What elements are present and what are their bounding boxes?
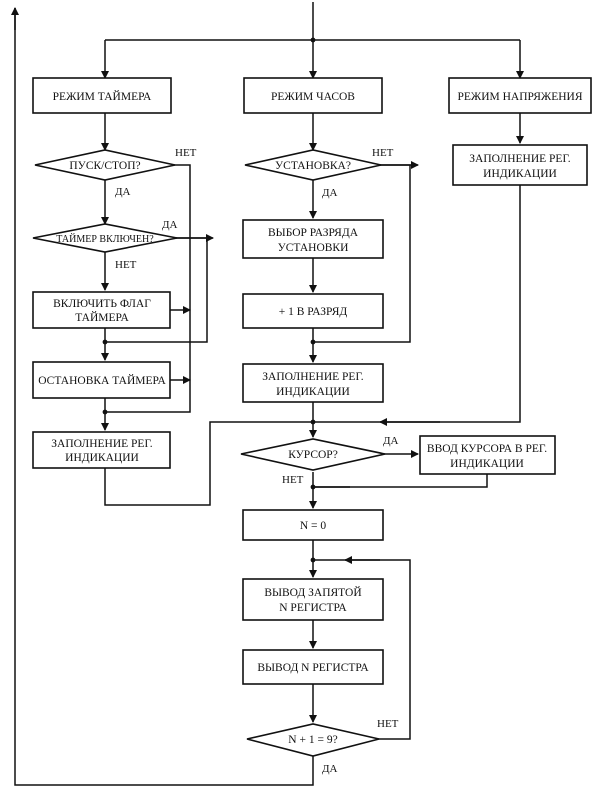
timer-on-decision: ТАЙМЕР ВКЛЮЧЕН? [32,223,178,253]
fill-left-out-line [104,421,313,506]
output-comma-text-2: N РЕГИСТРА [279,602,347,614]
label-no-timer-on: НЕТ [115,259,137,271]
startstop-no-line [170,164,191,385]
label-yes-cursor: ДА [383,435,399,447]
fill-center-box: ЗАПОЛНЕНИЕ РЕГ. ИНДИКАЦИИ [242,363,384,403]
fill-right-text-2: ИНДИКАЦИИ [483,168,557,180]
cursor-text: КУРСОР? [288,449,338,461]
plus-one-text: + 1 В РАЗРЯД [279,306,348,318]
voltage-mode-box: РЕЖИМ НАПРЯЖЕНИЯ [448,77,592,114]
cursor-input-text-2: ИНДИКАЦИИ [450,458,524,470]
start-stop-text: ПУСК/СТОП? [69,160,140,172]
set-timer-flag-text-1: ВКЛЮЧИТЬ ФЛАГ [53,298,151,310]
start-stop-decision: ПУСК/СТОП? [34,149,176,181]
set-timer-flag-text-2: ТАЙМЕРА [75,310,129,324]
label-yes-n: ДА [322,763,338,775]
output-comma-box: ВЫВОД ЗАПЯТОЙ N РЕГИСТРА [242,578,384,621]
output-register-box: ВЫВОД N РЕГИСТРА [242,649,384,685]
select-digit-box: ВЫБОР РАЗРЯДА УСТАНОВКИ [242,219,384,259]
cursor-input-box: ВВОД КУРСОРА В РЕГ. ИНДИКАЦИИ [419,435,556,475]
plus-one-box: + 1 В РАЗРЯД [242,293,384,329]
cursor-decision: КУРСОР? [240,438,386,471]
stop-timer-text: ОСТАНОВКА ТАЙМЕРА [38,373,166,387]
fill-left-text-2: ИНДИКАЦИИ [65,452,139,464]
n-zero-text: N = 0 [300,520,327,532]
timer-mode-text: РЕЖИМ ТАЙМЕРА [53,89,152,103]
fill-left-text-1: ЗАПОЛНЕНИЕ РЕГ. [51,438,153,450]
stop-timer-box: ОСТАНОВКА ТАЙМЕРА [32,361,171,399]
label-yes-setting: ДА [322,187,338,199]
n-zero-box: N = 0 [242,509,384,541]
startstop-no-return [105,385,191,413]
timer-on-text: ТАЙМЕР ВКЛЮЧЕН? [56,233,154,245]
loop-exit-line [14,8,314,786]
fill-center-text-2: ИНДИКАЦИИ [276,386,350,398]
label-yes-timer-on: ДА [162,219,178,231]
fill-center-text-1: ЗАПОЛНЕНИЕ РЕГ. [262,371,364,383]
timer-mode-box: РЕЖИМ ТАЙМЕРА [32,77,172,114]
clock-mode-box: РЕЖИМ ЧАСОВ [243,77,383,114]
junction-dots [102,37,316,563]
cursor-input-return-line [313,474,488,488]
clock-mode-text: РЕЖИМ ЧАСОВ [271,91,355,103]
setting-decision: УСТАНОВКА? [244,149,382,181]
n-check-decision: N + 1 = 9? [246,723,380,757]
select-digit-text-1: ВЫБОР РАЗРЯДА [268,227,359,239]
cursor-input-text-1: ВВОД КУРСОРА В РЕГ. [427,443,547,455]
output-register-text: ВЫВОД N РЕГИСТРА [257,662,369,674]
label-no-start-stop: НЕТ [175,147,197,159]
connectors [11,2,524,786]
label-no-setting: НЕТ [372,147,394,159]
set-timer-flag-box: ВКЛЮЧИТЬ ФЛАГ ТАЙМЕРА [32,291,171,329]
label-no-n: НЕТ [377,718,399,730]
label-yes-start-stop: ДА [115,186,131,198]
fill-right-box: ЗАПОЛНЕНИЕ РЕГ. ИНДИКАЦИИ [452,144,588,186]
output-comma-text-1: ВЫВОД ЗАПЯТОЙ [264,585,361,599]
fill-right-text-1: ЗАПОЛНЕНИЕ РЕГ. [469,153,571,165]
n-check-text: N + 1 = 9? [288,734,337,746]
setting-text: УСТАНОВКА? [275,160,351,172]
select-digit-text-2: УСТАНОВКИ [278,242,349,254]
voltage-mode-text: РЕЖИМ НАПРЯЖЕНИЯ [458,91,583,103]
label-no-cursor: НЕТ [282,474,304,486]
branch-labels: НЕТ ДА ДА НЕТ НЕТ ДА ДА НЕТ НЕТ ДА [115,147,399,775]
fill-left-box: ЗАПОЛНЕНИЕ РЕГ. ИНДИКАЦИИ [32,431,171,469]
